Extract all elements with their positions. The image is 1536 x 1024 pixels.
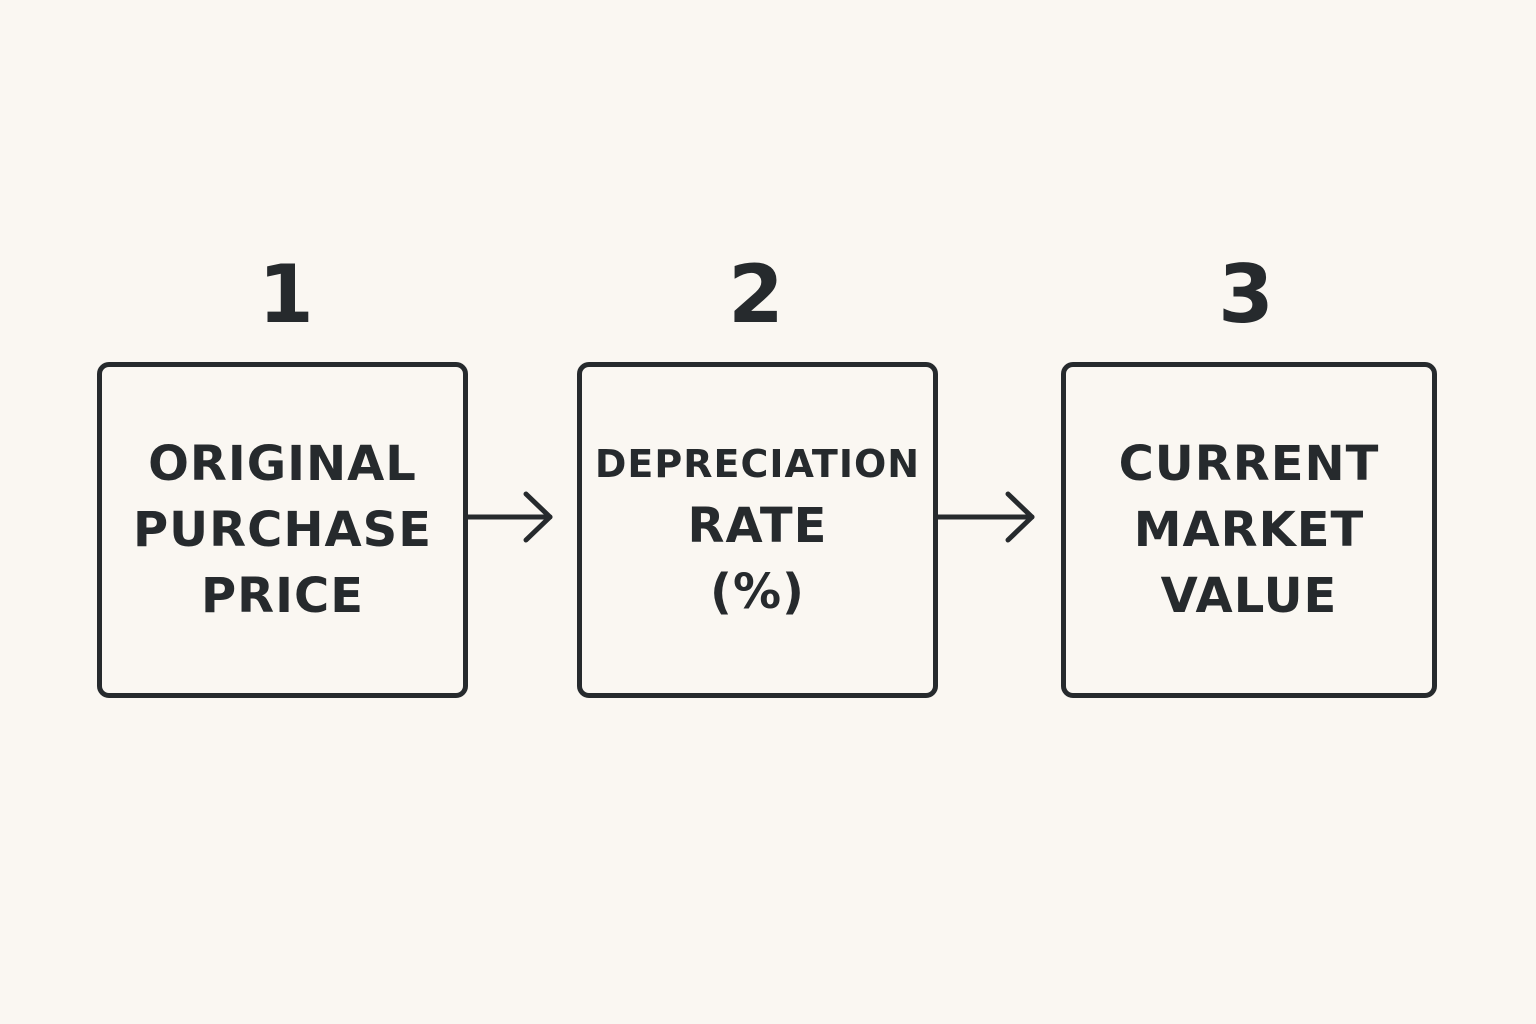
- step-box-current-market-value: CURRENT MARKET VALUE: [1061, 362, 1437, 698]
- arrow-right-icon: [933, 491, 1035, 543]
- step-number-1: 1: [258, 248, 314, 341]
- step-label-line: ORIGINAL: [148, 436, 417, 492]
- step-label-line: CURRENT: [1118, 436, 1380, 492]
- step-box-original-purchase-price: ORIGINAL PURCHASE PRICE: [97, 362, 468, 698]
- step-label-line: RATE: [687, 498, 828, 554]
- step-label-line: DEPRECIATION: [594, 442, 921, 486]
- step-label-line: PRICE: [200, 568, 364, 624]
- step-label-line: MARKET: [1133, 502, 1365, 558]
- step-label-line: (%): [710, 564, 805, 620]
- step-number-3: 3: [1218, 248, 1274, 341]
- step-label-line: VALUE: [1160, 568, 1338, 624]
- step-number-2: 2: [728, 248, 784, 341]
- step-label-line: PURCHASE: [132, 502, 433, 558]
- arrow-right-icon: [463, 491, 553, 543]
- step-box-depreciation-rate: DEPRECIATION RATE (%): [577, 362, 938, 698]
